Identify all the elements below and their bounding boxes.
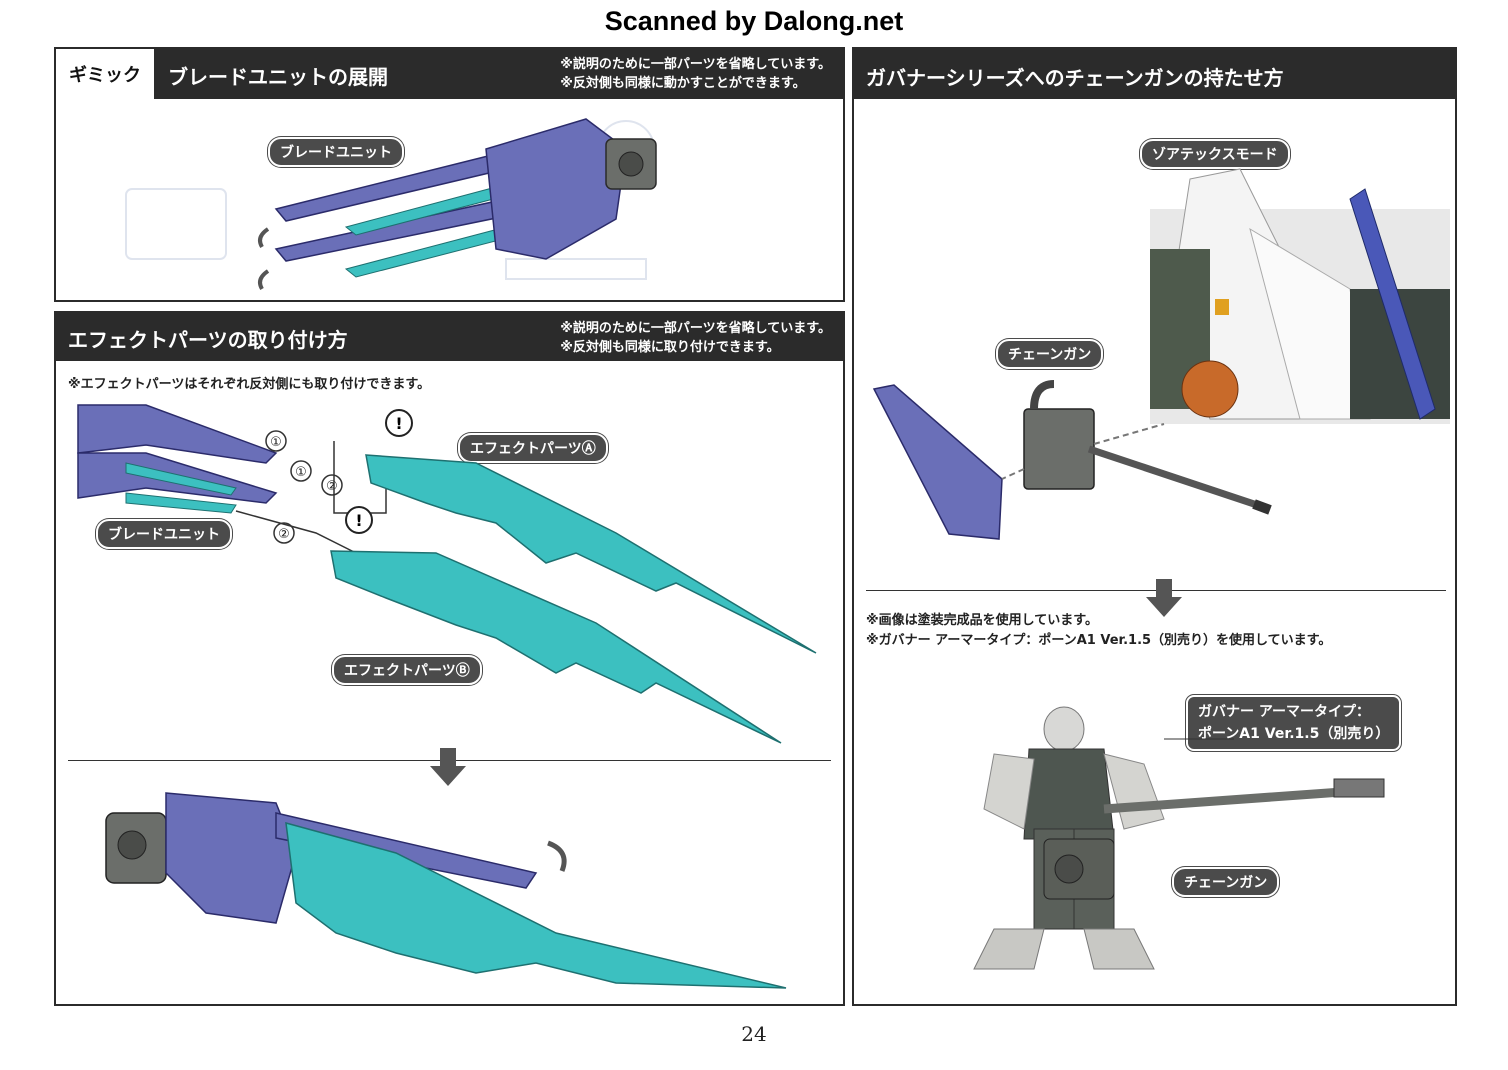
step-label: ① [270,435,282,450]
effect-part-attached [285,821,787,989]
chaingun-illustration [872,380,1272,540]
blade-unit-illustration [125,118,657,291]
sub-note: ※エフェクトパーツはそれぞれ反対側にも取り付けできます。 [68,377,431,392]
step-2-icon [273,522,295,544]
svg-text:!: ! [395,414,402,433]
label-governor: ガバナー アーマータイプ： ポーンA1 Ver.1.5（別売り） [1186,695,1402,751]
label-chaingun-top: チェーンガン [996,339,1104,369]
label-blade-unit: ブレードユニット [268,137,404,167]
effect-assembly-illustration: ① ① ② ② ! ! [77,404,817,744]
governor-figure-photo [973,706,1385,970]
down-arrow-icon [430,748,466,786]
note-line: ※説明のために一部パーツを省略しています。 [560,57,831,72]
note-line: ※説明のために一部パーツを省略しています。 [560,321,831,336]
step-label: ② [326,479,338,494]
zoatex-mode-photo [1150,168,1450,424]
panel-header: ガバナーシリーズへのチェーンガンの持たせ方 [854,49,1455,99]
panel-title: ガバナーシリーズへのチェーンガンの持たせ方 [866,66,1284,90]
label-effect-a: エフェクトパーツⒶ [458,433,608,463]
rotate-arrow-icon [258,269,270,291]
blade-body [165,792,297,924]
down-arrow-icon [1146,579,1182,617]
label-chaingun-bottom: チェーンガン [1172,867,1280,897]
step-label: ② [278,527,290,542]
page-number: 24 [741,1022,767,1046]
chaingun-barrel [1087,445,1271,513]
label-governor-line2: ポーンA1 Ver.1.5（別売り） [1198,726,1390,742]
gimmick-tag: ギミック [56,49,156,99]
label-zoatex-mode: ゾアテックスモード [1140,139,1290,169]
label-governor-line1: ガバナー アーマータイプ： [1198,704,1371,720]
panel-notes: ※説明のために一部パーツを省略しています。 ※反対側も同様に取り付けできます。 [560,319,831,357]
note-painted: ※画像は塗装完成品を使用しています。 [866,613,1098,628]
step-2-icon [321,474,343,496]
step-label: ① [295,465,307,480]
svg-text:!: ! [355,511,362,530]
chaingun-body [1023,408,1095,490]
step-1-icon [290,460,312,482]
effect-part-b [330,550,782,744]
upper-blade [275,812,538,889]
panel-chaingun: ガバナーシリーズへのチェーンガンの持たせ方 ゾアテックスモード チェーンガン ※… [852,47,1457,1006]
note-governor: ※ガバナー アーマータイプ：ポーンA1 Ver.1.5（別売り）を使用しています… [866,633,1332,648]
caution-icon [345,506,373,534]
panel-title: エフェクトパーツの取り付け方 [68,328,348,352]
rotate-arrow-icon [258,227,270,249]
chaingun-handle [1030,380,1055,410]
label-effect-b: エフェクトパーツⒷ [332,655,482,685]
panel-gimmick: ギミック ブレードユニットの展開 ※説明のために一部パーツを省略しています。 ※… [54,47,845,302]
blade-body [485,118,627,260]
effect-part-a [365,454,817,654]
label-blade-unit: ブレードユニット [96,519,232,549]
rotate-arrow-icon [547,840,567,872]
assembled-result-illustration [105,792,787,989]
panel-title: ブレードユニットの展開 [168,65,388,89]
panel-header: ギミック ブレードユニットの展開 ※説明のために一部パーツを省略しています。 ※… [56,49,843,99]
panel-notes: ※説明のために一部パーツを省略しています。 ※反対側も同様に動かすことができます… [560,55,831,93]
note-line: ※反対側も同様に取り付けできます。 [560,340,780,355]
panel-effect-parts: エフェクトパーツの取り付け方 ※説明のために一部パーツを省略しています。 ※反対… [54,311,845,1006]
step-1-icon [265,430,287,452]
watermark: Scanned by Dalong.net [604,6,904,36]
note-line: ※反対側も同様に動かすことができます。 [560,76,806,91]
panel-header: エフェクトパーツの取り付け方 ※説明のために一部パーツを省略しています。 ※反対… [56,313,843,361]
caution-icon [385,409,413,437]
detached-blade [872,384,1003,540]
